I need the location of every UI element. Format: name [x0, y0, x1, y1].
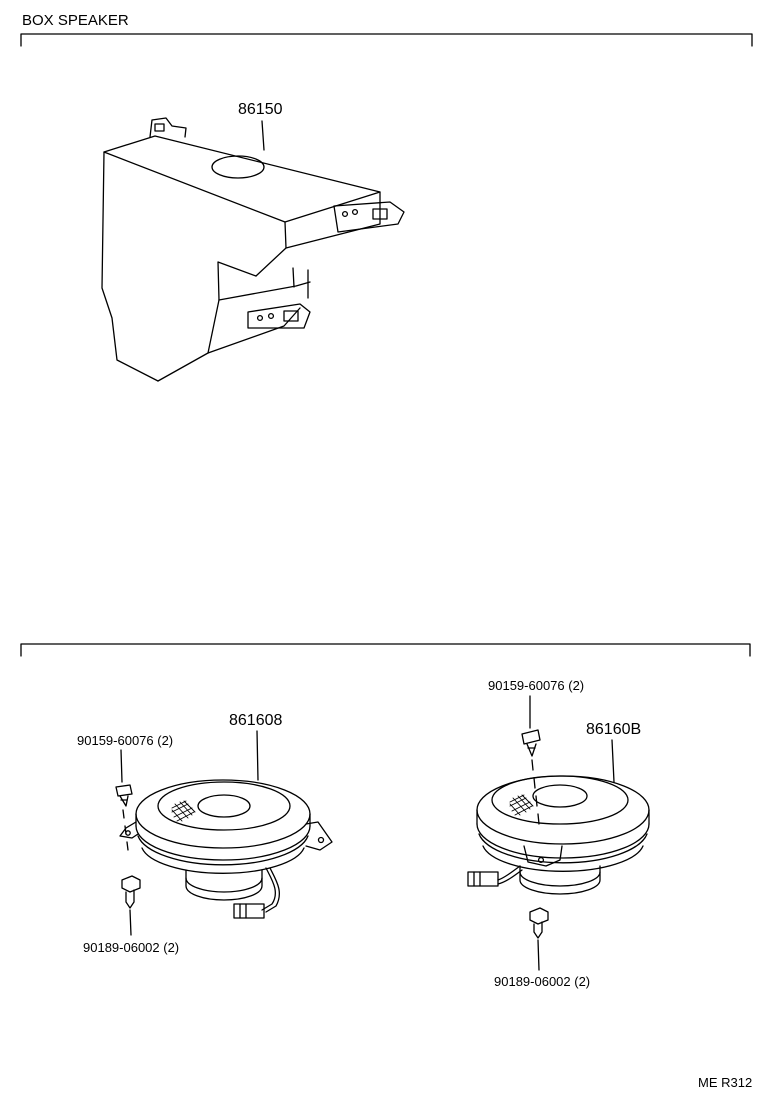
left-bottom-bolt-icon: [121, 875, 141, 936]
right-bottom-bolt-icon: [529, 907, 549, 971]
left-top-screw-icon: [115, 749, 133, 851]
right-wire-connector: [467, 871, 499, 887]
left-dust-cap: [197, 794, 251, 818]
right-grille-mesh: [509, 794, 534, 816]
section-bracket-bottom: [20, 643, 751, 657]
right-speaker: [467, 739, 650, 895]
right-top-screw-icon: [521, 695, 541, 825]
right-dust-cap: [532, 784, 588, 808]
right-top-bolt-label: 90159-60076 (2): [488, 678, 585, 693]
left-speaker: [119, 730, 333, 919]
left-top-bolt-label: 90159-60076 (2): [77, 733, 174, 748]
left-grille-mesh: [171, 800, 196, 822]
box-speaker-part-number: 86150: [238, 101, 283, 118]
right-bottom-bolt-label: 90189-06002 (2): [494, 974, 591, 989]
footer-code: ME R312: [698, 1075, 753, 1090]
right-speaker-part-number: 86160B: [586, 721, 642, 738]
page-title: BOX SPEAKER: [22, 12, 129, 29]
left-bottom-bolt-label: 90189-06002 (2): [83, 940, 180, 955]
left-wire-connector: [233, 903, 265, 919]
section-bracket-top: [20, 33, 753, 47]
left-speaker-part-number: 861608: [229, 712, 283, 729]
box-speaker-enclosure: [101, 117, 405, 382]
speaker-opening: [211, 155, 265, 179]
